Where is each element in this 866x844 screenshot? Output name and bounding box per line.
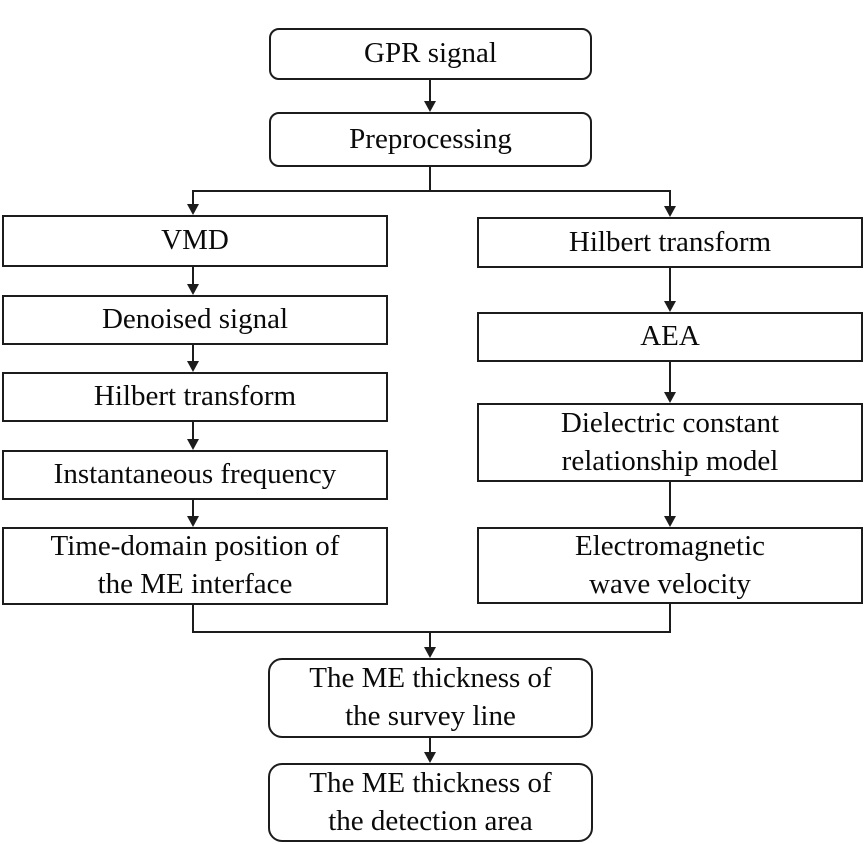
connector-gpr-preprocessing <box>429 80 431 102</box>
connector-split-vmd <box>192 190 194 205</box>
node-dielectric-constant-model: Dielectric constant relationship model <box>477 403 863 482</box>
connector-aea-dielectric <box>669 362 671 393</box>
node-time-domain-position: Time-domain position of the ME interface <box>2 527 388 605</box>
node-hilbert-transform-right: Hilbert transform <box>477 217 863 268</box>
node-gpr-signal: GPR signal <box>269 28 592 80</box>
node-aea: AEA <box>477 312 863 362</box>
node-denoised-signal: Denoised signal <box>2 295 388 345</box>
node-me-thickness-detection-area: The ME thickness of the detection area <box>268 763 593 842</box>
connector-vmd-denoised <box>192 267 194 285</box>
arrowhead-gpr-preprocessing-icon <box>424 101 436 112</box>
connector-emvelocity-merge <box>669 604 671 633</box>
connector-merge-survey <box>429 631 431 647</box>
connector-survey-detection <box>429 738 431 752</box>
connector-split-hilbert-right <box>669 190 671 207</box>
arrowhead-dielectric-emvelocity-icon <box>664 516 676 527</box>
split-bar <box>192 190 671 192</box>
arrowhead-survey-detection-icon <box>424 752 436 763</box>
node-hilbert-transform-left: Hilbert transform <box>2 372 388 422</box>
node-instantaneous-frequency: Instantaneous frequency <box>2 450 388 500</box>
arrowhead-aea-dielectric-icon <box>664 392 676 403</box>
connector-hilbert-right-aea <box>669 268 671 302</box>
connector-instfreq-timedomain <box>192 500 194 517</box>
connector-timedomain-merge <box>192 605 194 633</box>
arrowhead-denoised-hilbert-left-icon <box>187 361 199 372</box>
node-vmd: VMD <box>2 215 388 267</box>
node-electromagnetic-wave-velocity: Electromagnetic wave velocity <box>477 527 863 604</box>
arrowhead-split-vmd-icon <box>187 204 199 215</box>
arrowhead-instfreq-timedomain-icon <box>187 516 199 527</box>
arrowhead-hilbert-left-instfreq-icon <box>187 439 199 450</box>
node-preprocessing: Preprocessing <box>269 112 592 167</box>
connector-denoised-hilbert-left <box>192 345 194 362</box>
arrowhead-merge-survey-icon <box>424 647 436 658</box>
arrowhead-split-hilbert-right-icon <box>664 206 676 217</box>
arrowhead-vmd-denoised-icon <box>187 284 199 295</box>
connector-dielectric-emvelocity <box>669 482 671 517</box>
arrowhead-hilbert-right-aea-icon <box>664 301 676 312</box>
merge-bar <box>192 631 671 633</box>
connector-hilbert-left-instfreq <box>192 422 194 440</box>
node-me-thickness-survey-line: The ME thickness of the survey line <box>268 658 593 738</box>
connector-preprocessing-split <box>429 167 431 191</box>
